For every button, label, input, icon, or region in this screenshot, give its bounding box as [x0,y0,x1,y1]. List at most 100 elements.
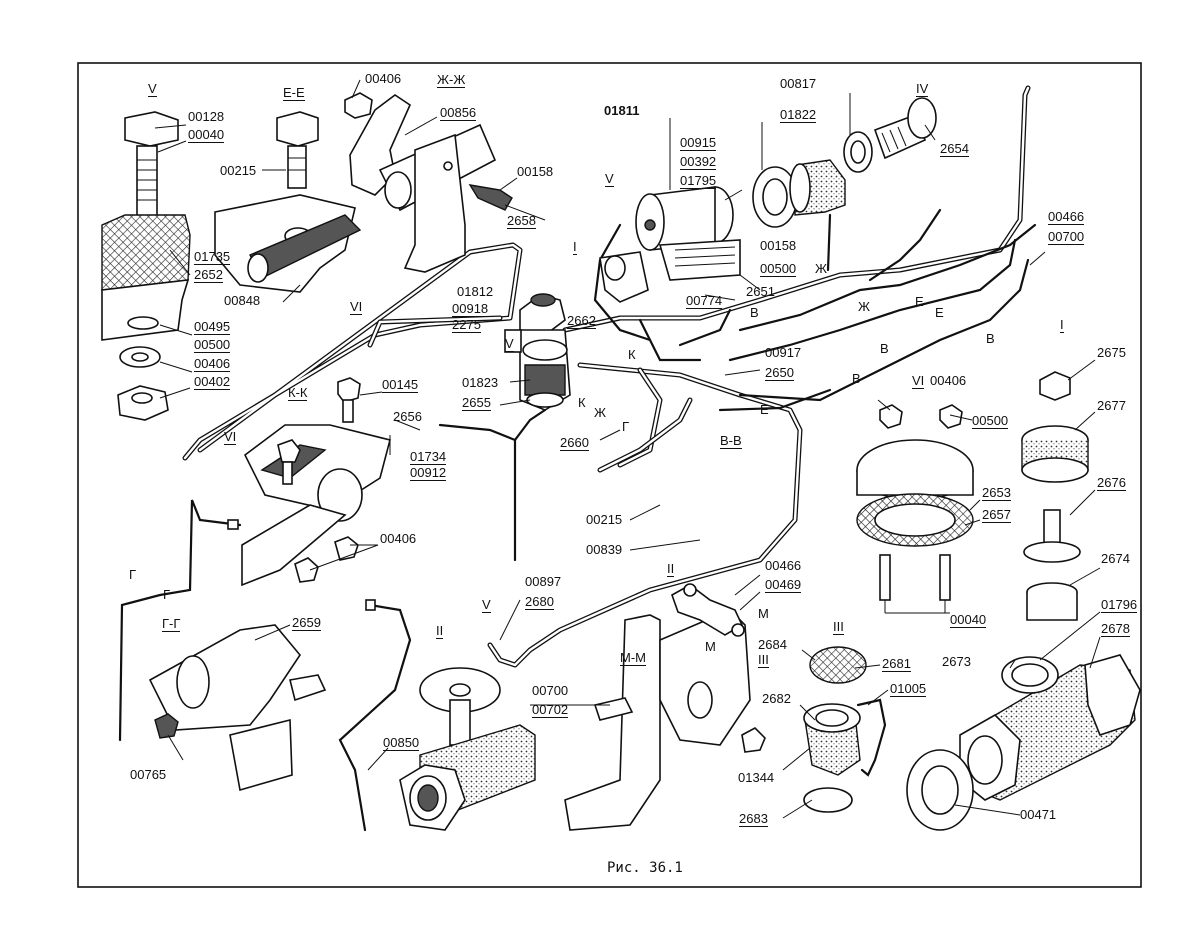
callout-00702: 00702 [532,702,569,718]
section-m-m: М-М [620,650,646,666]
tee-fitting [671,583,745,637]
view-mark-v-3: В [852,371,861,386]
section-k-clamp [241,377,391,587]
section-g-clamp [148,624,327,792]
figure-caption: Рис. 36.1 [607,860,683,876]
section-zh-bracket [344,92,513,273]
callout-2662: 2662 [567,313,596,329]
strainer-assembly [803,646,887,813]
view-mark-ii1: II [667,561,675,577]
callout-00774: 00774 [686,293,723,309]
callout-00856: 00856 [440,105,477,121]
callout-2684: 2684 [758,637,787,652]
callout-00848: 00848 [224,293,261,308]
callout-00469: 00469 [765,577,802,593]
view-mark-e1: Е [915,294,924,309]
view-mark-ii2: II [436,623,444,639]
callout-00392: 00392 [680,154,717,170]
callout-2676: 2676 [1097,475,1126,491]
bolt-and-clamp-assembly-v [101,111,191,421]
tee-body [906,654,1141,831]
callout-00765: 00765 [130,767,167,782]
callout-00406b: 00406 [194,356,231,372]
view-mark-iv: IV [916,81,929,97]
flange-assembly [856,404,974,601]
view-mark-v2: V [605,171,614,187]
view-mark-vi3: VI [912,373,925,389]
callout-00917: 00917 [765,345,802,360]
section-g-g: Г-Г [162,616,181,632]
callout-2674: 2674 [1101,551,1130,566]
callout-2658: 2658 [507,213,536,229]
callout-01344: 01344 [738,770,775,785]
callout-2673: 2673 [942,654,971,669]
view-mark-g3: Г [163,587,171,602]
view-mark-v-2: В [880,341,889,356]
callout-00471: 00471 [1020,807,1057,822]
callout-00402: 00402 [194,374,231,390]
callout-2680: 2680 [525,594,554,610]
callout-00040b: 00040 [950,612,987,628]
callout-00850: 00850 [383,735,420,751]
view-mark-vi1: VI [350,299,363,315]
section-e-clamp [214,111,362,293]
callout-00500b: 00500 [760,261,797,277]
callout-00495: 00495 [194,319,231,335]
view-mark-g1: Г [622,419,630,434]
callout-2652: 2652 [194,267,223,283]
section-v-v: В-В [720,433,742,449]
view-mark-v3: V [505,336,514,352]
view-mark-k2: К [578,395,586,410]
callout-00897: 00897 [525,574,562,589]
section-k-k: К-К [288,385,308,401]
callout-00918: 00918 [452,301,489,317]
view-mark-g2: Г [129,567,137,582]
callout-01005: 01005 [890,681,927,697]
callout-2650: 2650 [765,365,794,381]
callout-01822: 01822 [780,107,817,123]
callout-2653: 2653 [982,485,1011,501]
callout-2275: 2275 [452,317,481,333]
view-mark-v-1: В [750,305,759,320]
section-zh-zh: Ж-Ж [437,72,466,88]
callout-00912: 00912 [410,465,447,481]
gate-valve [399,667,536,831]
view-mark-v-4: В [986,331,995,346]
callout-01823: 01823 [462,375,499,390]
callout-00158b: 00158 [760,238,797,253]
callout-2682: 2682 [762,691,791,706]
view-mark-m2: М [705,639,716,654]
view-mark-i1: I [573,239,577,255]
callout-2681: 2681 [882,656,911,672]
callout-01812: 01812 [457,284,494,299]
seal-rings-iv [752,97,937,228]
callout-2683: 2683 [739,811,768,827]
callout-01796: 01796 [1101,597,1138,613]
callout-01735: 01735 [194,249,231,265]
callout-2659: 2659 [292,615,321,631]
callout-2651: 2651 [746,284,775,299]
callout-01795: 01795 [680,173,717,189]
callout-00839: 00839 [586,542,623,557]
pipe-network [182,85,1037,668]
view-mark-m1: М [758,606,769,621]
view-mark-e2: Е [935,305,944,320]
callout-01734: 01734 [410,449,447,465]
callout-00040: 00040 [188,127,225,143]
view-mark-i2: I [1060,317,1064,333]
callout-2657: 2657 [982,507,1011,523]
left-tubes [118,499,412,832]
callout-2654: 2654 [940,141,969,157]
callout-00406d: 00406 [380,531,417,546]
callout-2677: 2677 [1097,398,1126,413]
callout-00700: 00700 [1048,229,1085,245]
callout-00406: 00406 [365,71,402,86]
callout-00145: 00145 [382,377,419,393]
callout-00406c: 00406 [930,373,967,388]
callout-00915: 00915 [680,135,717,151]
callout-00466b: 00466 [765,558,802,573]
view-mark-iii2: III [833,619,844,635]
callout-00215: 00215 [220,163,257,178]
